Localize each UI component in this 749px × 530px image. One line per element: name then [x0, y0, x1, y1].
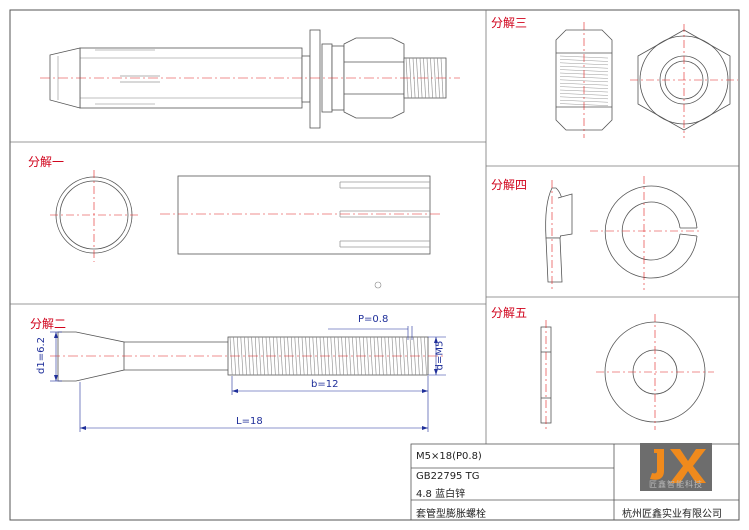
thread-line [262, 336, 265, 376]
thread-line [409, 57, 412, 99]
tb-company: 杭州匠鑫实业有限公司 [622, 509, 722, 520]
thread-line [406, 336, 409, 376]
sheet-dot [374, 281, 382, 289]
label-explode-3: 分解三 [491, 16, 528, 30]
label-explode-1: 分解一 [28, 155, 65, 169]
thread-line [316, 336, 319, 376]
dim-pitch: P=0.8 [358, 314, 389, 325]
tb-standard: GB22795 TG [416, 471, 480, 482]
thread-line [559, 82, 609, 86]
thread-line [402, 336, 406, 376]
dimension-arrows [54, 332, 438, 430]
spring-washer-top-view [604, 185, 698, 279]
tb-part-name: 套管型膨胀螺栓 [416, 509, 486, 520]
thread-line [280, 336, 283, 376]
thread-line [244, 336, 247, 376]
panel-dividers [10, 10, 739, 444]
thread-line [370, 336, 373, 376]
thread-line [559, 65, 609, 69]
thread-line [388, 336, 391, 376]
logo-text: 匠鑫智能科技 [649, 480, 703, 489]
label-explode-2: 分解二 [30, 317, 67, 331]
dim-d1: d1=6.2 [36, 337, 47, 374]
thread-line [348, 336, 352, 376]
dim-b: b=12 [311, 379, 339, 390]
thread-line [416, 57, 419, 99]
dim-d: d=M5 [434, 340, 446, 371]
thread-line [312, 336, 316, 376]
logo-mark [650, 449, 706, 483]
thread-line [426, 57, 430, 99]
label-explode-5: 分解五 [491, 306, 528, 320]
thread-line [433, 57, 437, 99]
thread-line [384, 336, 388, 376]
thread-line [559, 93, 609, 96]
thread-line [420, 336, 424, 376]
thread-line [258, 336, 262, 376]
thread-line [240, 336, 244, 376]
assembly-view [49, 29, 447, 129]
sheet-border [9, 9, 740, 521]
tb-grade-finish: 4.8 蓝白锌 [416, 489, 466, 500]
thread-line [366, 336, 370, 376]
thread-line [294, 336, 298, 376]
thread-line [276, 336, 280, 376]
thread-line [424, 336, 427, 376]
spring-washer-side-view [545, 187, 573, 283]
thread-line [298, 336, 301, 376]
thread-line [330, 336, 334, 376]
thread-line [352, 336, 355, 376]
company-logo: 匠鑫智能科技 [640, 443, 712, 491]
thread-line [559, 99, 609, 103]
thread-line [559, 79, 609, 83]
dimension-lines [50, 326, 446, 432]
thread-line [334, 336, 337, 376]
thread-line [559, 62, 609, 66]
tb-spec: M5×18(P0.8) [416, 451, 482, 462]
assembly-thread-hatch [405, 57, 444, 99]
dim-L: L=18 [236, 416, 263, 427]
label-explode-4: 分解四 [491, 178, 528, 192]
sleeve-side-view [177, 175, 431, 255]
title-block-grid [410, 443, 740, 521]
